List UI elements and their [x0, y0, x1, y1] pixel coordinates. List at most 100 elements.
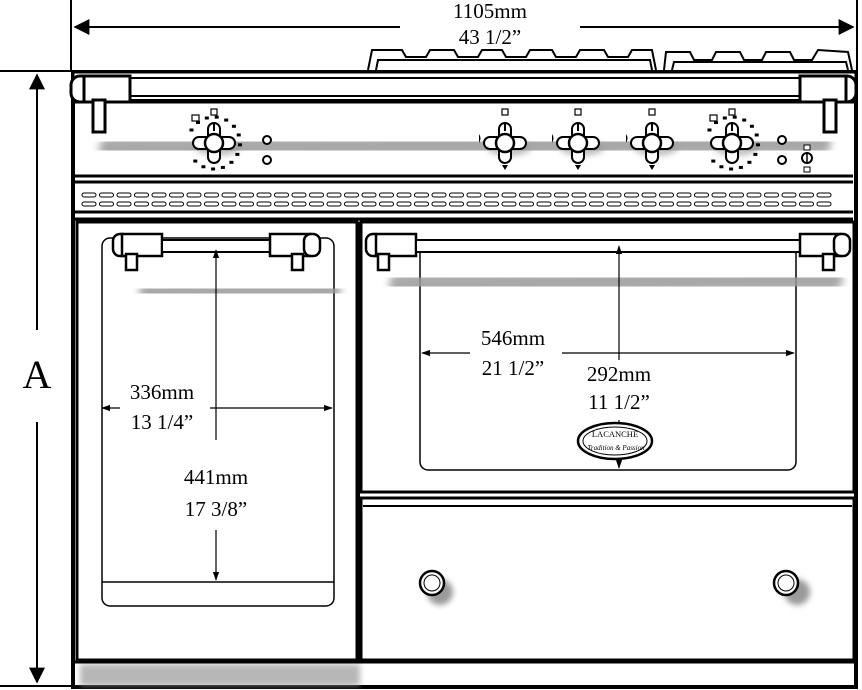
- overall-height-dimension: A: [0, 70, 72, 687]
- vent-slot: [484, 192, 499, 198]
- vent-slot: [641, 201, 657, 207]
- indicator-light: [262, 155, 272, 165]
- vent-slot: [589, 201, 604, 207]
- right-oven: 546mm 21 1/2” 292mm 11 1/2” LACANCHE Tra…: [359, 220, 856, 494]
- vent-slot: [571, 201, 587, 207]
- vent-slot: [221, 201, 237, 207]
- selector-switch: [801, 144, 813, 173]
- vent-slot: [729, 192, 744, 198]
- vent-slot: [256, 192, 272, 198]
- indicator-light: [777, 135, 787, 145]
- vent-slot: [484, 201, 499, 207]
- vent-slot: [641, 192, 657, 198]
- right-oven-width-metric: 546mm: [481, 326, 545, 350]
- vent-slot: [589, 192, 604, 198]
- pan-supports: [367, 48, 853, 71]
- vent-slot: [781, 192, 797, 198]
- vent-slot: [536, 201, 552, 207]
- vent-slot: [239, 201, 254, 207]
- vent-slot: [291, 192, 307, 198]
- vent-slot: [169, 201, 184, 207]
- vent-slot: [711, 192, 727, 198]
- vent-slot: [571, 192, 587, 198]
- vent-slot: [466, 192, 482, 198]
- vent-slot: [169, 192, 184, 198]
- vent-slot: [781, 201, 797, 207]
- vent-slot: [431, 201, 447, 207]
- vent-slot: [799, 192, 814, 198]
- vent-slot: [361, 192, 377, 198]
- left-oven: 336mm 13 1/4” 441mm 17 3/8”: [75, 220, 359, 662]
- vent-slot: [501, 192, 517, 198]
- vent-slot: [116, 192, 132, 198]
- overall-width-dimension: 1105mm 43 1/2”: [70, 0, 858, 70]
- vent-slots: [81, 192, 832, 207]
- vent-slot: [711, 201, 727, 207]
- vent-slot: [816, 192, 832, 198]
- left-oven-height-imperial: 17 3/8”: [185, 497, 247, 521]
- vent-slot: [186, 192, 202, 198]
- vent-slot: [624, 201, 639, 207]
- vent-slot: [624, 192, 639, 198]
- vent-slot: [659, 192, 674, 198]
- vent-slot: [99, 201, 114, 207]
- vent-slot: [799, 201, 814, 207]
- vent-slot: [81, 201, 97, 207]
- vent-slot: [134, 192, 149, 198]
- control-knob: [189, 108, 242, 171]
- vent-slot: [379, 192, 394, 198]
- vent-slot: [396, 201, 412, 207]
- vent-slot: [449, 201, 464, 207]
- plinth: [75, 222, 854, 686]
- vent-slot: [414, 201, 429, 207]
- right-oven-height-metric: 292mm: [587, 362, 651, 386]
- vent-slot: [536, 192, 552, 198]
- indicator-light: [262, 135, 272, 145]
- vent-slot: [694, 201, 709, 207]
- rail-bracket-left: [69, 74, 132, 134]
- indicator-lights: [262, 135, 787, 165]
- vent-slot: [694, 192, 709, 198]
- vent-slot: [746, 201, 762, 207]
- vent-slot: [151, 192, 167, 198]
- control-knob: [479, 108, 531, 170]
- vent-slot: [309, 192, 324, 198]
- vent-slot: [414, 192, 429, 198]
- vent-slot: [466, 201, 482, 207]
- vent-slot: [256, 201, 272, 207]
- vent-slot: [449, 192, 464, 198]
- indicator-light: [777, 155, 787, 165]
- vent-slot: [274, 201, 289, 207]
- vent-slot: [81, 192, 97, 198]
- vent-slot: [606, 192, 622, 198]
- vent-slot: [501, 201, 517, 207]
- vent-slot: [151, 201, 167, 207]
- storage-drawer: [359, 496, 856, 662]
- vent-slot: [326, 192, 342, 198]
- vent-slot: [291, 201, 307, 207]
- left-oven-width-metric: 336mm: [130, 380, 194, 404]
- vent-slot: [816, 201, 832, 207]
- vent-slot: [379, 201, 394, 207]
- control-knob: [626, 108, 678, 170]
- control-knob: [552, 108, 604, 170]
- vent-slot: [676, 201, 692, 207]
- vent-slot: [239, 192, 254, 198]
- vent-slot: [659, 201, 674, 207]
- brand-logo-text: LACANCHE: [592, 429, 638, 439]
- vent-slot: [274, 192, 289, 198]
- vent-slot: [606, 201, 622, 207]
- overall-width-imperial: 43 1/2”: [459, 25, 521, 49]
- vent-slot: [309, 201, 324, 207]
- vent-slot: [116, 201, 132, 207]
- right-handle-shadow: [389, 269, 843, 295]
- left-oven-width-imperial: 13 1/4”: [131, 410, 193, 434]
- right-oven-width-imperial: 21 1/2”: [482, 356, 544, 380]
- vent-slot: [554, 192, 569, 198]
- vent-slot: [326, 201, 342, 207]
- vent-slot: [764, 192, 779, 198]
- vent-slot: [764, 201, 779, 207]
- right-oven-height-imperial: 11 1/2”: [588, 390, 650, 414]
- control-knobs: [189, 108, 760, 171]
